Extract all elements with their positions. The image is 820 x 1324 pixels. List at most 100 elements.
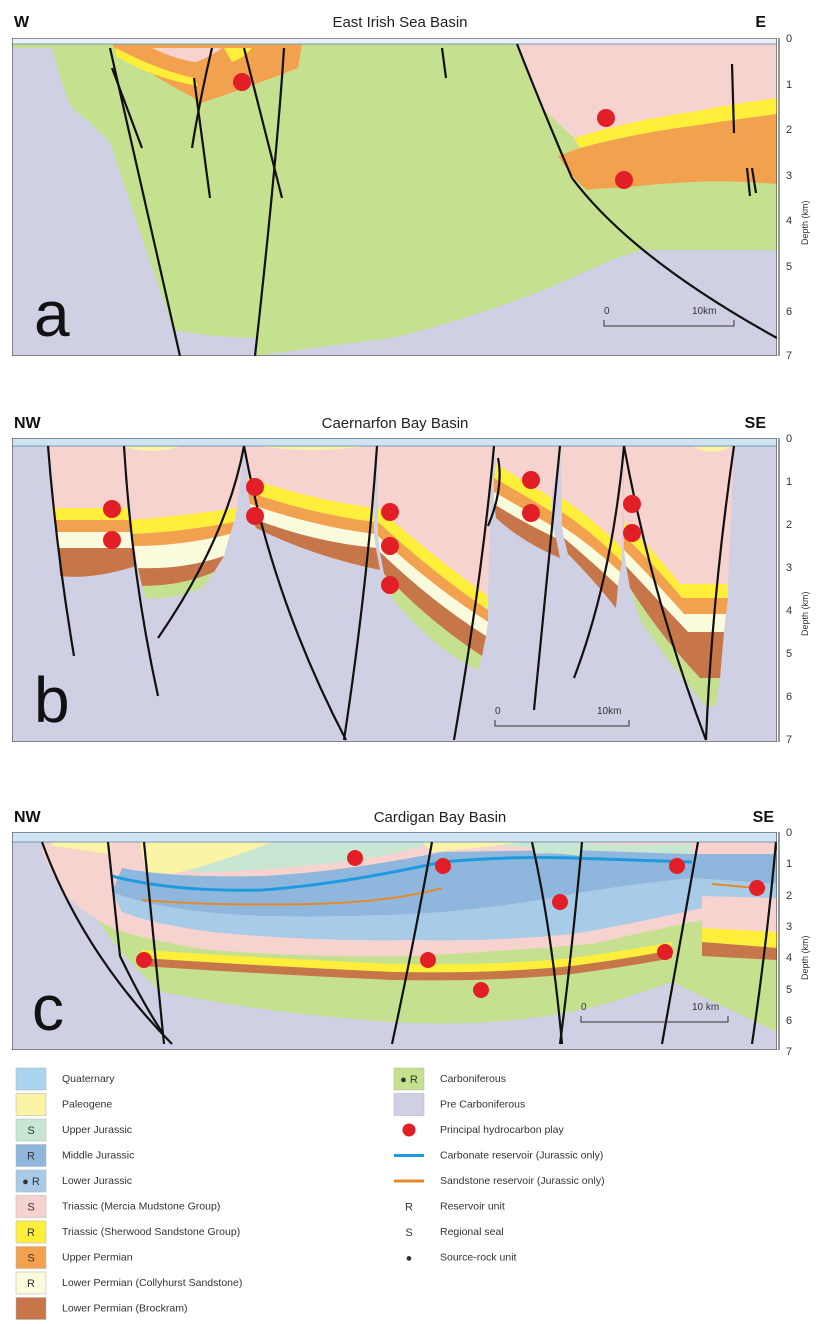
faults-c <box>40 841 777 1045</box>
hydrocarbon-play <box>623 495 641 513</box>
panel-b-letter: b <box>34 664 70 736</box>
brockram <box>58 548 136 577</box>
panel-b-section: 0 10km b <box>12 438 777 742</box>
panel-a-section: 0 10km a <box>12 38 777 356</box>
collyhurst <box>134 534 230 569</box>
hydrocarbon-play <box>522 504 540 522</box>
axis-label-b: Depth (km) <box>800 591 810 636</box>
axis-label-a: Depth (km) <box>800 200 810 245</box>
legend-swatch-symbol: R <box>27 1151 35 1163</box>
legend-swatch-symbol: S <box>27 1253 34 1265</box>
sherwood <box>624 522 728 598</box>
legend-swatch <box>393 1067 425 1091</box>
legend-item-pre-carboniferous: Pre Carboniferous <box>393 1093 525 1116</box>
mercia <box>377 446 492 596</box>
legend-label: Reservoir unit <box>440 1201 505 1213</box>
legend-swatch <box>15 1144 47 1167</box>
sherwood <box>248 478 374 522</box>
brockram <box>702 942 777 960</box>
upper-permian <box>562 512 622 572</box>
hydrocarbon-play <box>103 500 121 518</box>
mercia <box>50 446 132 508</box>
mercia <box>244 446 377 508</box>
scale-bar-c <box>580 1016 729 1023</box>
panel-a: W East Irish Sea Basin E <box>12 14 810 362</box>
hydrocarbon-play <box>233 73 251 91</box>
panel-c-left-direction: NW <box>14 809 42 826</box>
pre-carboniferous-trough <box>162 328 257 356</box>
collyhurst <box>250 504 376 548</box>
tick: 6 <box>786 691 792 703</box>
carboniferous <box>384 574 482 670</box>
legend-item-principal-hydrocarbon-play: Principal hydrocarbon play <box>402 1123 564 1137</box>
hydrocarbon-play <box>136 952 152 968</box>
hydrocarbon-play <box>381 576 399 594</box>
legend-symbol: S <box>405 1227 412 1239</box>
tick: 1 <box>786 858 792 870</box>
legend-label: Carbonate reservoir (Jurassic only) <box>440 1150 603 1162</box>
tick: 4 <box>786 952 792 964</box>
brockram <box>142 950 672 981</box>
tick: 5 <box>786 984 792 996</box>
scale-b-start: 0 <box>495 706 501 717</box>
brockram <box>626 566 724 678</box>
panel-c-section: 0 10 km c <box>12 832 777 1050</box>
sherwood <box>562 498 622 562</box>
legend-label: Source-rock unit <box>440 1252 517 1264</box>
hydrocarbon-play <box>657 944 673 960</box>
paleogene <box>692 446 732 452</box>
upper-jurassic <box>532 842 582 856</box>
panel-b: NW Caernarfon Bay Basin SE <box>12 415 810 746</box>
collyhurst <box>624 550 726 632</box>
plays-b <box>103 471 641 594</box>
tick: 2 <box>786 890 792 902</box>
panel-a-title: East Irish Sea Basin <box>332 14 467 31</box>
pre-carboniferous-east <box>254 250 777 356</box>
upper-permian <box>248 492 374 534</box>
legend-swatch <box>15 1118 47 1142</box>
panel-b-left-direction: NW <box>14 415 42 432</box>
legend-swatch-symbol: R <box>27 1227 35 1239</box>
hydrocarbon-play <box>597 109 615 127</box>
mercia <box>124 446 244 520</box>
legend-symbol: ● <box>406 1253 413 1265</box>
upper-permian <box>378 522 488 622</box>
panel-c-right-direction: SE <box>753 809 775 826</box>
brockram <box>564 538 618 608</box>
tick: 2 <box>786 519 792 531</box>
legend-label: Principal hydrocarbon play <box>440 1124 564 1136</box>
legend-label: Lower Permian (Collyhurst Sandstone) <box>62 1277 242 1289</box>
pre-carboniferous-west <box>12 48 182 356</box>
tick: 6 <box>786 1015 792 1027</box>
hydrocarbon-play <box>749 880 765 896</box>
panel-c-letter: c <box>32 972 64 1044</box>
panel-a-right-direction: E <box>755 14 766 31</box>
collyhurst <box>378 536 488 636</box>
legend-label: Paleogene <box>62 1099 112 1111</box>
sherwood <box>378 508 488 610</box>
middle-jurassic <box>112 850 777 917</box>
mercia <box>560 446 624 548</box>
mercia-east <box>517 44 777 138</box>
legend-item-paleogene: Paleogene <box>15 1093 112 1116</box>
tick: 4 <box>786 215 792 227</box>
scale-a-end: 10km <box>692 306 716 317</box>
paleogene <box>52 842 112 854</box>
scale-b-end: 10km <box>597 706 621 717</box>
upper-permian-east <box>558 114 777 190</box>
tick: 7 <box>786 350 792 362</box>
brockram <box>252 518 380 570</box>
tick: 5 <box>786 261 792 273</box>
panel-b-right-direction: SE <box>745 415 767 432</box>
upper-permian <box>132 522 234 546</box>
tick: 3 <box>786 562 792 574</box>
seabed-cover <box>12 832 777 842</box>
legend-label: Upper Jurassic <box>62 1124 132 1136</box>
sandstone-reservoir-line <box>141 887 443 906</box>
legend-label: Sandstone reservoir (Jurassic only) <box>440 1175 605 1187</box>
